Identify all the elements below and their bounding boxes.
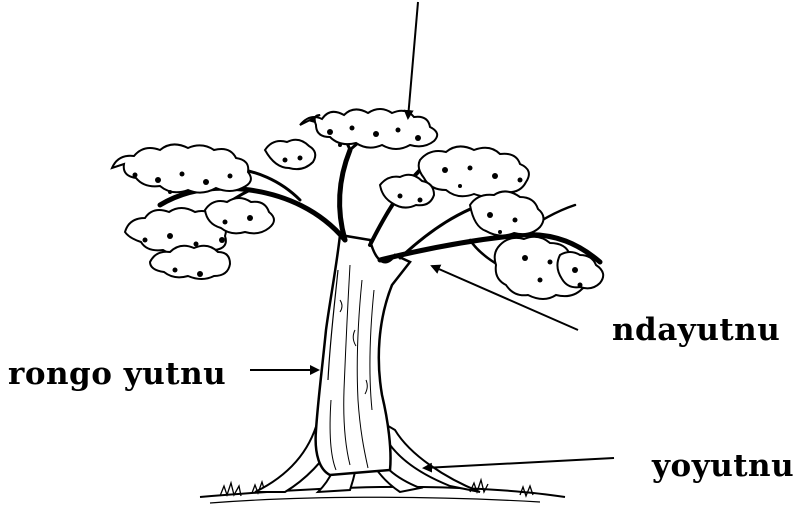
trunk-label: rongo yutnu <box>8 356 226 392</box>
leaf-arrow <box>408 2 418 118</box>
arrows <box>250 2 614 468</box>
root-label: yoyutnu <box>652 448 794 484</box>
root-arrow <box>424 458 614 468</box>
branch-label: ndayutnu <box>612 312 780 348</box>
